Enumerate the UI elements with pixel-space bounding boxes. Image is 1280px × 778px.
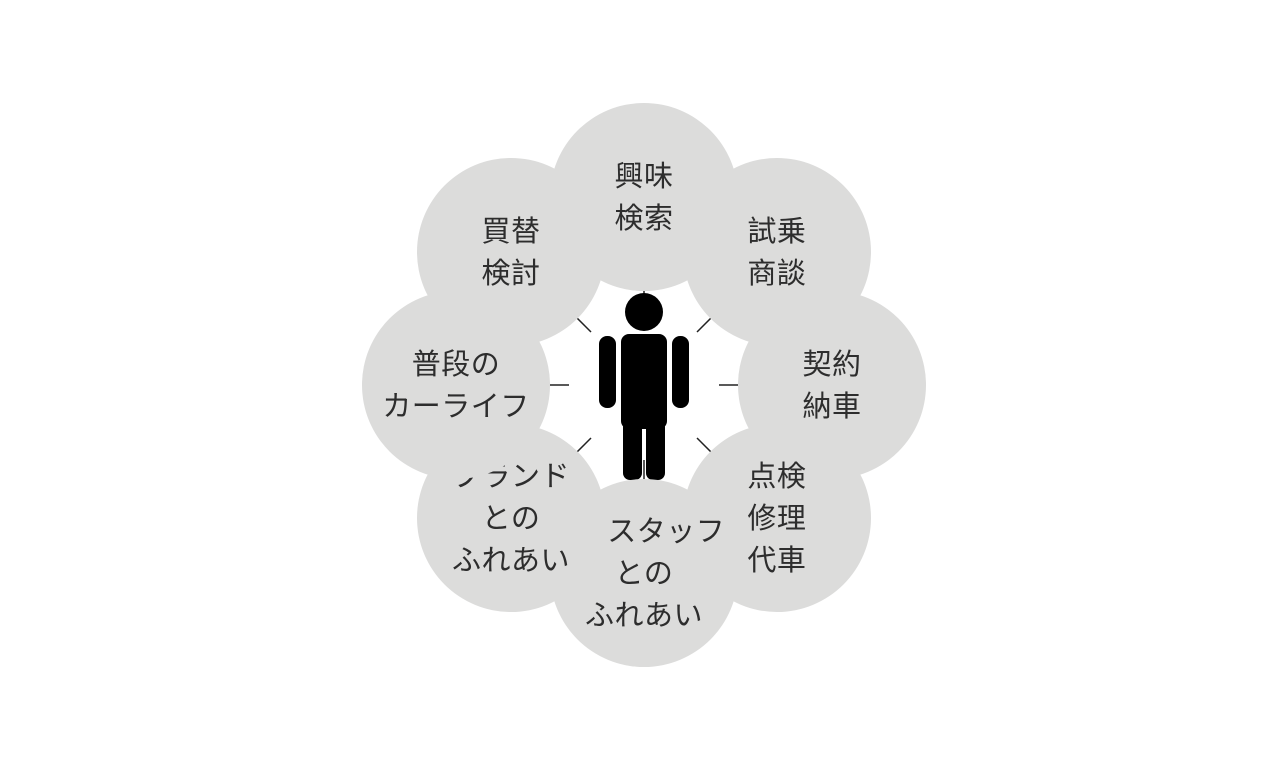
node-label: 興味 検索 bbox=[614, 159, 674, 235]
node-replacement-consideration: 買替 検討 bbox=[417, 158, 606, 347]
node-label: 普段の カーライフ bbox=[382, 347, 530, 423]
node-label: 試乗 商談 bbox=[747, 214, 807, 291]
node-label: 買替 検討 bbox=[481, 214, 541, 291]
person-icon bbox=[599, 293, 689, 480]
node-label: 点検 修理 代車 bbox=[747, 458, 807, 577]
node-label: 契約 納車 bbox=[802, 347, 862, 423]
